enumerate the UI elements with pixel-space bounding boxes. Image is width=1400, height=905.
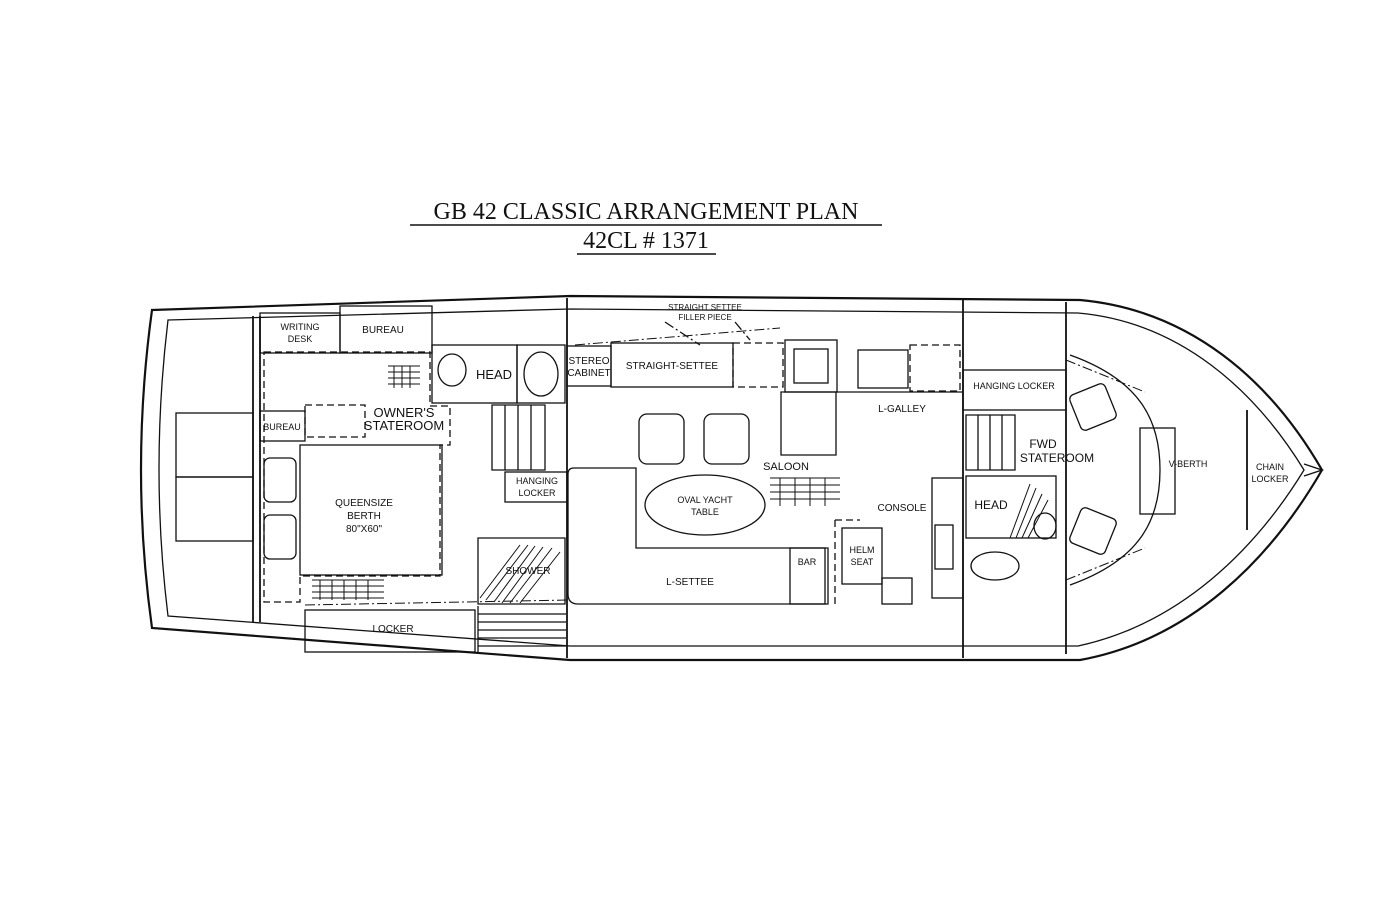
sink-aft-icon [523, 351, 559, 397]
saloon-label: SALOON [763, 461, 809, 473]
fwd-stateroom-label-2: STATEROOM [1020, 451, 1094, 465]
galley-stove [784, 339, 838, 393]
saloon-area: STEREO CABINET STRAIGHT-SETTEE STRAIGHT … [566, 303, 964, 605]
galley-counter [780, 391, 963, 456]
owners-cabin-inset [304, 404, 366, 438]
toilet-fwd-icon [1033, 512, 1057, 540]
hatch-upper [175, 412, 254, 478]
v-berth-filler [1139, 427, 1176, 515]
l-settee-box [567, 467, 829, 605]
writing-desk-box [259, 312, 341, 354]
head-fwd-box [965, 475, 1057, 539]
toilet-aft-icon [437, 353, 467, 387]
plan-title: GB 42 CLASSIC ARRANGEMENT PLAN [434, 199, 859, 225]
v-berth-label: V-BERTH [1169, 459, 1208, 469]
l-galley-label: L-GALLEY [878, 404, 926, 415]
bureau-top-label: BUREAU [362, 325, 404, 336]
straight-settee-label: STRAIGHT-SETTEE [626, 361, 719, 372]
forward-cabin-area: HANGING LOCKER FWD STATEROOM HEAD V-BERT… [962, 354, 1289, 586]
transom-hatches [175, 412, 254, 542]
hanging-locker-fwd-label: HANGING LOCKER [973, 381, 1055, 391]
owners-cabin-outline [263, 351, 451, 603]
locker-label: LOCKER [372, 624, 413, 635]
hull [139, 294, 1325, 662]
helm-seat-label: HELM [849, 545, 874, 555]
shower-box [477, 537, 566, 605]
helm-outline [834, 519, 860, 604]
bar-box [789, 547, 826, 605]
v-berth-pillow-2 [1069, 507, 1117, 555]
aft-steps [477, 606, 566, 652]
stereo-cabinet-label: STEREO [568, 356, 609, 367]
hanging-locker-aft-box [504, 471, 568, 503]
dash-guides [304, 327, 1146, 606]
v-berth-outline [1069, 354, 1161, 586]
oval-table-label: OVAL YACHT [677, 495, 733, 505]
hanging-locker-aft-label: HANGING [516, 476, 558, 486]
bureau-side-label: BUREAU [263, 422, 301, 432]
bar-label: BAR [798, 557, 817, 567]
chair-2 [703, 413, 750, 465]
chain-locker-label: CHAIN [1256, 462, 1284, 472]
queensize-berth-box [299, 444, 443, 576]
head-fwd-hatch [1009, 483, 1049, 539]
hatch-lower [175, 476, 254, 542]
filler-leaders [664, 321, 751, 346]
oval-yacht-table [644, 474, 766, 536]
plan-subtitle: 42CL # 1371 [583, 228, 709, 254]
sink-aft-box [516, 344, 566, 404]
owners-stateroom-label: OWNER'S [374, 405, 435, 420]
hull-inner-outline [158, 308, 1305, 647]
settee-filler-label-2: FILLER PIECE [678, 313, 731, 322]
galley-sink [857, 349, 909, 389]
owners-stateroom-label-2: STATEROOM [364, 418, 444, 433]
bureau-top-box [339, 305, 433, 354]
shower-label: SHOWER [506, 566, 551, 577]
queensize-berth-label-2: BERTH [347, 511, 381, 522]
queensize-berth-label: QUEENSIZE [335, 498, 393, 509]
oval-table-label-2: TABLE [691, 507, 719, 517]
hull-outline [139, 294, 1324, 662]
sink-fwd-icon [970, 551, 1020, 581]
saloon-floor-hatch [770, 477, 840, 506]
settee-filler-label: STRAIGHT SETTEE [668, 303, 742, 312]
helm-seat-box [841, 527, 883, 585]
console-label: CONSOLE [878, 503, 927, 514]
owners-step-hatch [312, 579, 384, 600]
fwd-stateroom-label: FWD [1029, 437, 1057, 451]
galley-stove-inner [793, 348, 829, 384]
writing-desk-label-2: DESK [288, 334, 313, 344]
helm-step [881, 577, 913, 605]
shower-hatch [479, 544, 561, 604]
berth-pillow-1 [263, 457, 297, 503]
stairs-aft [491, 404, 546, 471]
hanging-locker-aft-label-2: LOCKER [518, 488, 556, 498]
berth-pillow-2 [263, 514, 297, 560]
queensize-berth-size: 80"X60" [346, 524, 382, 535]
writing-desk-label: WRITING [281, 322, 320, 332]
bow-tip [1303, 463, 1325, 477]
head-aft-label: HEAD [476, 367, 512, 382]
locker-box [304, 609, 476, 653]
v-berth-pillow-1 [1069, 383, 1117, 431]
chain-locker-label-2: LOCKER [1251, 474, 1289, 484]
stairs-fwd [965, 414, 1016, 471]
owners-floor-hatch [388, 365, 420, 388]
stereo-cabinet-label-2: CABINET [567, 368, 610, 379]
l-settee-label: L-SETTEE [666, 577, 714, 588]
chair-1 [638, 413, 685, 465]
settee-filler-box [732, 342, 784, 388]
helm-seat-label-2: SEAT [851, 557, 874, 567]
head-fwd-label: HEAD [974, 498, 1008, 512]
bureau-side-box [259, 410, 306, 442]
galley-fridge [909, 344, 961, 392]
owners-stateroom-area: WRITING DESK BUREAU BUREAU OWNER'S STATE… [259, 305, 568, 653]
helm-wheel [934, 524, 954, 570]
hanging-locker-fwd-box [962, 369, 1067, 411]
console-box [931, 477, 964, 599]
